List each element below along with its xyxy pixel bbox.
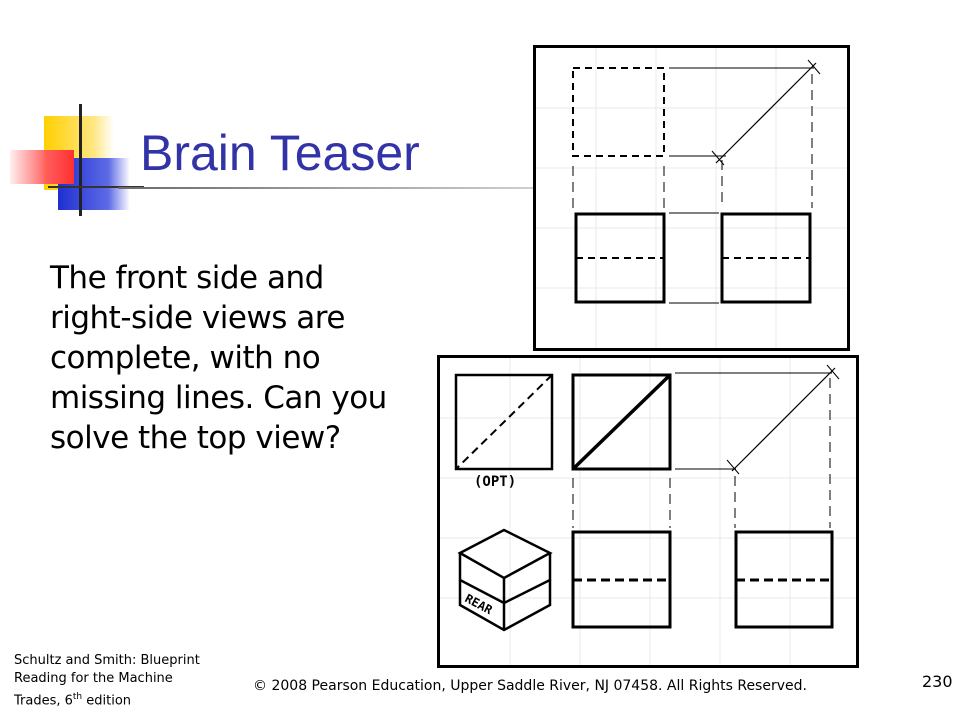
citation-line-3-sup: th — [72, 692, 83, 702]
problem-drawing-svg — [536, 48, 847, 348]
title-underline — [118, 187, 538, 189]
opt-label: (OPT) — [474, 474, 516, 490]
citation-line-3-prefix: Trades, 6 — [14, 693, 73, 709]
solved-top-view — [571, 373, 672, 471]
decorative-vertical-line — [79, 104, 82, 216]
solution-drawing: (OPT) REAR — [437, 355, 859, 668]
citation: Schultz and Smith: Blueprint Reading for… — [14, 652, 234, 710]
miter-line — [731, 367, 836, 472]
citation-line-3: Trades, 6th edition — [14, 688, 234, 710]
slide-body-text: The front side and right-side views are … — [50, 260, 387, 456]
top-view-unknown-box — [572, 67, 665, 157]
isometric-sketch — [457, 528, 553, 632]
citation-line-1: Schultz and Smith: Blueprint — [14, 653, 200, 668]
decorative-horizontal-line — [48, 186, 144, 188]
slide-number: 230 — [922, 672, 953, 691]
solution-drawing-svg: (OPT) REAR — [440, 358, 856, 665]
citation-line-2: Reading for the Machine — [14, 671, 173, 686]
citation-line-3-suffix: edition — [82, 693, 132, 709]
problem-drawing — [533, 45, 850, 351]
slide-title: Brain Teaser — [140, 125, 420, 181]
copyright-notice: © 2008 Pearson Education, Upper Saddle R… — [253, 678, 807, 694]
miter-line — [715, 62, 817, 164]
decorative-red-square — [10, 150, 74, 184]
optional-top-view — [454, 373, 554, 471]
